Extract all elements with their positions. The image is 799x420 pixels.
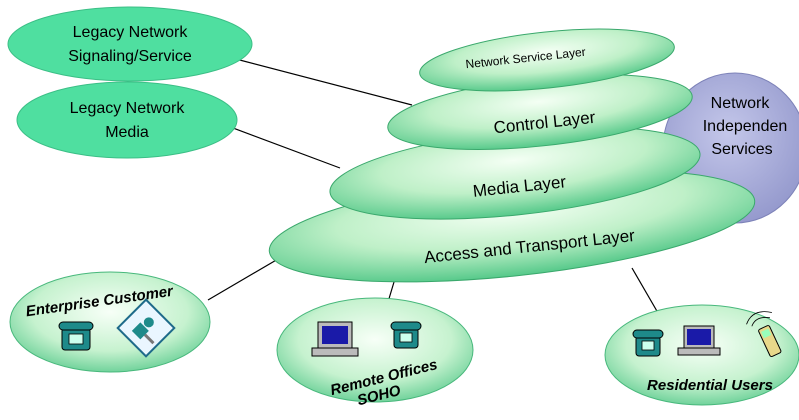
- legacy-signaling-node: Legacy Network Signaling/Service: [7, 6, 253, 82]
- residential-label: Residential Users: [647, 377, 773, 394]
- enterprise-node: Enterprise Customer: [9, 271, 211, 373]
- independent-services-line2: Independen: [703, 118, 788, 135]
- phone-icon: [58, 321, 94, 351]
- legacy-media-node: Legacy Network Media: [16, 81, 238, 159]
- legacy-media-ellipse: [16, 81, 238, 159]
- legacy-signaling-line1: Legacy Network: [73, 24, 189, 41]
- mobile-phone-icon: [746, 311, 782, 358]
- control-layer: Control Layer: [387, 74, 693, 150]
- connector-signaling-to-control: [231, 57, 413, 106]
- media-layer: Media Layer: [329, 126, 701, 220]
- office-worker-icon: [116, 298, 176, 358]
- residential-node: Residential Users: [604, 304, 799, 406]
- legacy-signaling-line2: Signaling/Service: [68, 48, 192, 65]
- phone-icon: [632, 329, 664, 357]
- remote-offices-node: Remote Offices SOHO: [276, 297, 474, 409]
- network-service-ellipse: [419, 28, 675, 92]
- connector-media-to-media-layer: [224, 124, 341, 169]
- phone-icon: [390, 321, 422, 349]
- computer-icon: [677, 325, 721, 356]
- legacy-media-line1: Legacy Network: [70, 100, 186, 117]
- computer-icon: [311, 321, 359, 357]
- enterprise-ellipse: [9, 271, 211, 373]
- legacy-signaling-ellipse: [7, 6, 253, 82]
- independent-services-line3: Services: [711, 141, 772, 158]
- legacy-media-line2: Media: [105, 124, 149, 141]
- independent-services-line1: Network: [711, 95, 771, 112]
- network-service-layer: Network Service Layer: [419, 28, 675, 92]
